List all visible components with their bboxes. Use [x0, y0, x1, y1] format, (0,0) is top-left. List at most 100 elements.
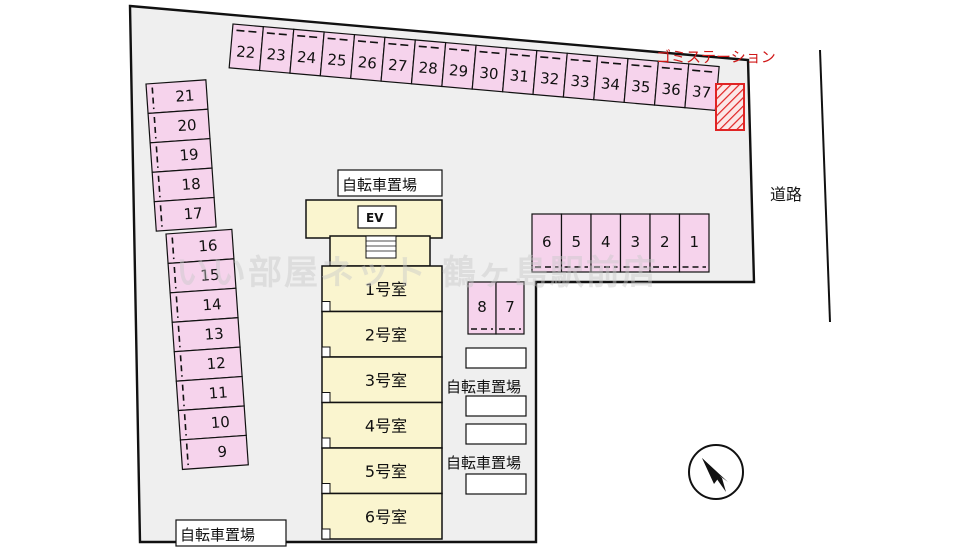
room: 6号室 — [321, 492, 443, 540]
parking-slot-number: 25 — [327, 50, 348, 70]
parking-slot: 9 — [179, 434, 249, 471]
parking-slot: 31 — [501, 47, 538, 96]
parking-slot-number: 16 — [198, 236, 218, 255]
parking-slot: 21 — [145, 79, 209, 115]
parking-slot-number: 1 — [689, 233, 699, 251]
parking-slot: 29 — [441, 41, 477, 90]
parking-slot: 17 — [153, 196, 217, 232]
parking-slot: 5 — [560, 213, 592, 273]
parking-slot-number: 17 — [183, 204, 203, 223]
parking-slot-number: 13 — [204, 324, 224, 343]
road-label: 道路 — [770, 185, 802, 204]
parking-slot-number: 20 — [177, 116, 197, 135]
garbage-station-label: ゴミステーション — [656, 48, 776, 66]
parking-slot: 12 — [173, 346, 243, 382]
parking-slot: 18 — [151, 167, 215, 203]
parking-slot: 34 — [593, 55, 629, 104]
right-parking-row: 6 5 4 3 2 1 — [531, 213, 710, 273]
room-label: 1号室 — [365, 280, 407, 299]
bike-parking-bottom-label: 自転車置場 — [180, 526, 255, 544]
parking-slot-number: 3 — [630, 233, 640, 251]
room-label: 4号室 — [365, 416, 407, 435]
parking-slot-number: 28 — [418, 58, 439, 78]
parking-slot-number: 4 — [601, 233, 611, 251]
road-edge-line — [819, 49, 831, 323]
parking-slot-number: 2 — [660, 233, 670, 251]
parking-slot-number: 19 — [179, 145, 199, 164]
parking-slot: 8 — [467, 281, 497, 335]
room-label: 5号室 — [365, 462, 407, 481]
parking-slot-number: 29 — [448, 61, 469, 81]
bike-parking-right-area — [465, 347, 527, 495]
parking-slot: 14 — [169, 287, 239, 323]
parking-slot: 28 — [410, 39, 447, 88]
parking-slot-number: 21 — [175, 86, 195, 105]
parking-slot-number: 5 — [571, 233, 581, 251]
parking-slot: 7 — [495, 281, 525, 335]
parking-slot-number: 33 — [570, 72, 591, 92]
room-label: 3号室 — [365, 371, 407, 390]
parking-slot-number: 30 — [479, 64, 500, 84]
parking-slot-number: 6 — [542, 233, 552, 251]
parking-slot: 13 — [171, 317, 241, 353]
parking-slot: 6 — [531, 213, 563, 273]
parking-slot-number: 27 — [387, 56, 408, 76]
parking-slot: 19 — [149, 138, 213, 173]
left-upper-parking: 21 20 19 18 17 — [145, 79, 217, 232]
parking-slot: 36 — [653, 60, 690, 109]
parking-slot: 2 — [649, 213, 681, 273]
parking-slot: 15 — [167, 258, 237, 294]
bike-parking-top-box — [337, 169, 443, 197]
parking-slot-number: 18 — [181, 175, 201, 194]
parking-slot-number: 37 — [691, 82, 712, 102]
parking-slot: 1 — [678, 213, 710, 273]
watermark-text: いい部屋ネット 鶴ヶ島駅前店 — [176, 253, 658, 293]
parking-slot-number: 26 — [357, 53, 378, 73]
parking-slot: 10 — [177, 405, 247, 441]
parking-slot-number: 10 — [210, 413, 230, 432]
parking-slot-number: 35 — [631, 77, 652, 97]
parking-slot-number: 12 — [206, 354, 226, 373]
room: 2号室 — [321, 310, 443, 358]
parking-slot: 3 — [619, 213, 651, 273]
room-list: 1号室 2号室 3号室 4号室 5号室 6号室 — [321, 265, 443, 540]
parking-slot-number: 9 — [217, 443, 228, 462]
north-arrow-icon — [688, 444, 744, 500]
parking-slot-number: 7 — [505, 298, 515, 316]
parking-slot: 22 — [228, 23, 265, 72]
parking-slot: 20 — [147, 108, 211, 144]
elevator — [357, 205, 397, 229]
parking-slot: 23 — [258, 26, 295, 74]
parking-slot-number: 14 — [202, 295, 222, 314]
stairs — [365, 235, 397, 259]
bike-parking-right-label-1: 自転車置場 — [446, 378, 521, 396]
parking-slot-number: 11 — [208, 383, 228, 402]
parking-slot-number: 31 — [509, 66, 530, 86]
bike-parking-right-label-2: 自転車置場 — [446, 454, 521, 472]
room-label: 6号室 — [365, 507, 407, 526]
garbage-station-area — [715, 83, 745, 131]
parking-slot: 25 — [319, 31, 356, 80]
room-label: 2号室 — [365, 325, 407, 344]
parking-slot-number: 15 — [200, 266, 220, 285]
room: 4号室 — [321, 401, 443, 449]
parking-slot: 35 — [623, 57, 660, 106]
parking-slot: 37 — [684, 63, 720, 112]
parking-slot: 11 — [175, 375, 245, 412]
parking-slot-number: 22 — [236, 42, 257, 62]
room: 5号室 — [321, 447, 443, 495]
parking-slot: 32 — [532, 49, 568, 98]
left-lower-parking: 16 15 14 13 12 11 10 9 — [165, 228, 249, 471]
bike-parking-top-label: 自転車置場 — [342, 176, 417, 194]
parking-slot: 33 — [562, 52, 599, 101]
room: 3号室 — [321, 356, 443, 404]
bike-parking-bottom-box — [175, 519, 287, 547]
parking-slot-number: 23 — [266, 45, 287, 65]
parking-slot-number: 24 — [296, 48, 317, 68]
parking-slot: 24 — [289, 28, 325, 77]
parking-slot-number: 36 — [661, 80, 682, 100]
parking-slot-number: 8 — [477, 298, 487, 316]
